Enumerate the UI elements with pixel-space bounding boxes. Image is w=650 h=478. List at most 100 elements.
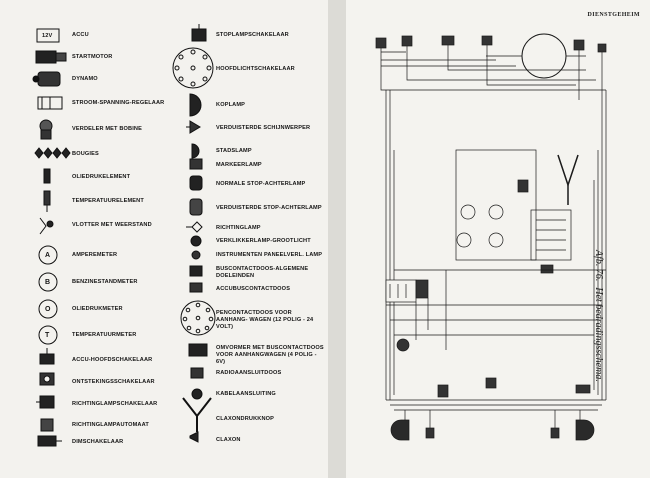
legend-label: TEMPERATUURMETER xyxy=(72,332,137,338)
legend-symbols xyxy=(32,24,216,447)
cable-connection-icon xyxy=(191,388,203,400)
starter-motor-icon xyxy=(35,50,67,64)
relay xyxy=(517,179,529,193)
legend-label: BENZINESTANDMETER xyxy=(72,279,138,285)
indicator-relay-icon xyxy=(40,418,54,432)
main-light-switch-icon xyxy=(172,47,214,89)
parking-lamp-icon xyxy=(191,143,200,159)
indicator-lamp-icon xyxy=(186,221,203,233)
gauge xyxy=(488,204,504,220)
trailer-socket-icon xyxy=(180,300,216,336)
wiring-diagram xyxy=(375,33,607,441)
ammeter-icon xyxy=(38,245,58,265)
legend-label: KABELAANSLUITING xyxy=(216,391,276,397)
regulator-icon xyxy=(37,96,63,110)
wiring-diagram-page: DIENSTGEHEIM xyxy=(346,0,650,478)
legend-label: RICHTINGLAMPSCHAKELAAR xyxy=(72,401,158,407)
figure-caption: Afb. 76. Het bedradingsschema. xyxy=(593,250,604,382)
switch-box xyxy=(573,39,585,51)
book-gutter xyxy=(328,0,346,478)
legend-label: STARTMOTOR xyxy=(72,54,113,60)
switch-box xyxy=(481,35,493,46)
horn-icon xyxy=(189,431,199,443)
legend-label: VERDUISTERDE SCHIJNWERPER xyxy=(216,125,311,131)
ignition-switch-icon xyxy=(39,372,55,386)
battery-socket-icon xyxy=(189,282,203,293)
lamp-small xyxy=(550,427,560,439)
legend-label: VLOTTER MET WEERSTAND xyxy=(72,222,152,228)
regulator-block xyxy=(385,279,417,303)
marker-lamp-icon xyxy=(189,158,203,170)
legend-label: OLIEDRUKELEMENT xyxy=(72,174,131,180)
figure-number: Afb. 76. xyxy=(593,250,604,282)
legend-page: 12V ACCU STARTMOTOR DYNAMO STROOM-SPANNI… xyxy=(0,0,328,478)
legend-label: BUSCONTACTDOOS-ALGEMENE DOELEINDEN xyxy=(216,266,309,279)
relay xyxy=(485,377,497,389)
spark-plugs-icon xyxy=(34,147,71,159)
warning-lamp-icon xyxy=(190,235,202,247)
dynamo-icon xyxy=(32,71,61,87)
gauge-letter: O xyxy=(45,306,51,313)
legend-label: STADSLAMP xyxy=(216,148,252,154)
switch-box xyxy=(597,43,607,53)
battery-voltage-label: 12V xyxy=(42,33,53,39)
horn-button-icon xyxy=(182,397,212,432)
legend-label: BOUGIES xyxy=(72,151,99,157)
legend-label: OMVORMER MET BUSCONTACTDOOS VOOR AANHANG… xyxy=(216,345,324,365)
legend-label: RADIOAANSLUITDOOS xyxy=(216,370,282,376)
indicator-switch-icon xyxy=(36,395,55,409)
switch-box xyxy=(401,35,413,47)
junction-block xyxy=(530,209,572,261)
legend-label: OLIEDRUKMETER xyxy=(72,306,123,312)
distributor-icon xyxy=(39,119,53,140)
instrument-cluster xyxy=(455,149,537,261)
legend-label: RICHTINGLAMPAUTOMAAT xyxy=(72,422,149,428)
oil-pressure-element-icon xyxy=(43,168,51,184)
connector xyxy=(575,384,591,394)
lamp-small xyxy=(425,427,435,439)
legend-label: DIMSCHAKELAAR xyxy=(72,439,124,445)
panel-lamp-icon xyxy=(191,250,201,260)
fuel-gauge-icon xyxy=(38,272,58,292)
spotlight-icon xyxy=(186,120,201,134)
horn-button xyxy=(557,154,579,188)
oil-pressure-gauge-icon xyxy=(38,299,58,319)
dimmer-switch-icon xyxy=(37,435,62,447)
page-header: DIENSTGEHEIM xyxy=(587,12,640,18)
gauge-letter: A xyxy=(45,252,51,259)
gauge-letter: T xyxy=(45,332,50,339)
headlamp-icon xyxy=(189,93,202,117)
blackout-stop-tail-lamp-icon xyxy=(189,198,203,216)
connector xyxy=(540,264,554,274)
legend-label: TEMPERATUURELEMENT xyxy=(72,198,144,204)
legend-label: ACCUBUSCONTACTDOOS xyxy=(216,286,291,292)
legend-label: PENCONTACTDOOS VOOR AANHANG- WAGEN (12 P… xyxy=(216,310,314,330)
radio-connection-icon xyxy=(190,367,204,379)
legend-label: CLAXONDRUKKNOP xyxy=(216,416,275,422)
legend-label: VERDELER MET BOBINE xyxy=(72,126,142,132)
legend-label: INSTRUMENTEN PANEELVERL. LAMP xyxy=(216,252,323,258)
legend-label: ACCU-HOOFDSCHAKELAAR xyxy=(72,357,153,363)
battery-block xyxy=(415,279,429,299)
coil xyxy=(396,338,410,352)
temperature-gauge-icon xyxy=(38,325,58,345)
legend-label: AMPEREMETER xyxy=(72,252,118,258)
gauge-letter: B xyxy=(45,279,51,286)
legend-label: MARKEERLAMP xyxy=(216,162,262,168)
legend-label: RICHTINGLAMP xyxy=(216,225,261,231)
figure-title: Het bedradingsschema. xyxy=(593,287,604,382)
stop-tail-lamp-icon xyxy=(189,175,203,191)
legend-label: KOPLAMP xyxy=(216,102,246,108)
legend-label: STOPLAMPSCHAKELAAR xyxy=(216,32,289,38)
gauge xyxy=(488,232,504,248)
fuse-box-icon xyxy=(189,265,203,277)
legend-label: STROOM-SPANNING-REGELAAR xyxy=(72,100,165,106)
gauge xyxy=(456,232,472,248)
legend-label: HOOFDLICHTSCHAKELAAR xyxy=(216,66,295,72)
converter-icon xyxy=(188,343,208,357)
stop-lamp-switch-icon xyxy=(191,24,207,42)
legend-label: CLAXON xyxy=(216,437,241,443)
legend-label: NORMALE STOP-ACHTERLAMP xyxy=(216,181,306,187)
temperature-element-icon xyxy=(43,190,51,212)
